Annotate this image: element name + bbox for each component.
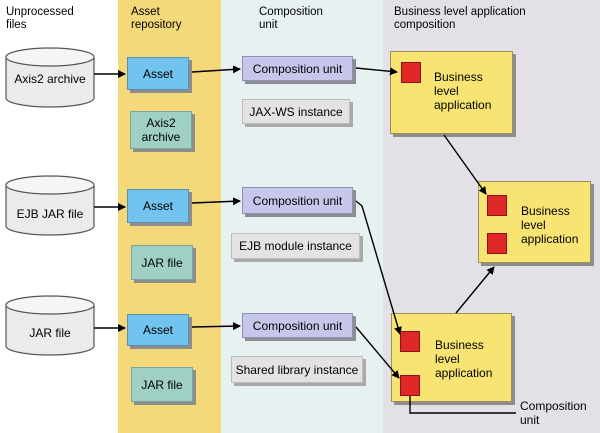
business-level-application-bottom: Business level application [391, 313, 512, 402]
ejb-jar-file-icon [5, 175, 95, 236]
business-level-application-top: Business level application [390, 51, 513, 134]
asset-box-axis2: Asset [127, 57, 189, 90]
composition-unit-marker [400, 375, 420, 396]
jar-file-archive-box-jar: JAR file [131, 367, 193, 402]
composition-unit-callout-label: Composition unit [520, 399, 587, 427]
jar-file-label: JAR file [29, 326, 71, 340]
composition-unit-box-jar: Composition unit [242, 313, 353, 338]
ejb-module-instance-box: EJB module instance [231, 233, 360, 259]
business-level-application-right: Business level application [478, 181, 591, 263]
composition-unit-marker [400, 331, 420, 352]
asset-repository-header: Asset repository [131, 6, 182, 31]
composition-unit-marker [487, 233, 507, 254]
bla-bottom-label: Business level application [435, 338, 493, 380]
bla-top-label: Business level application [434, 70, 492, 112]
jar-file-icon [5, 295, 95, 356]
shared-library-instance-box: Shared library instance [231, 356, 363, 383]
composition-unit-box-axis2: Composition unit [242, 56, 353, 81]
axis2-archive-file-label: Axis2 archive [14, 72, 86, 86]
ejb-jar-file-label: EJB JAR file [16, 207, 84, 221]
composition-unit-header: Composition unit [259, 6, 323, 31]
asset-box-ejb: Asset [127, 189, 189, 223]
bla-composition-header: Business level application composition [394, 6, 526, 31]
composition-unit-marker [401, 62, 421, 83]
asset-box-jar: Asset [127, 314, 189, 346]
axis2-archive-box: Axis2 archive [130, 111, 192, 149]
jar-file-archive-box-ejb: JAR file [131, 245, 193, 280]
jax-ws-instance-box: JAX-WS instance [242, 99, 350, 124]
unprocessed-files-header: Unprocessed files [6, 6, 74, 31]
composition-unit-box-ejb: Composition unit [242, 187, 353, 214]
bla-right-label: Business level application [521, 204, 579, 246]
axis2-archive-file-icon [5, 47, 95, 108]
composition-unit-marker [487, 195, 507, 216]
